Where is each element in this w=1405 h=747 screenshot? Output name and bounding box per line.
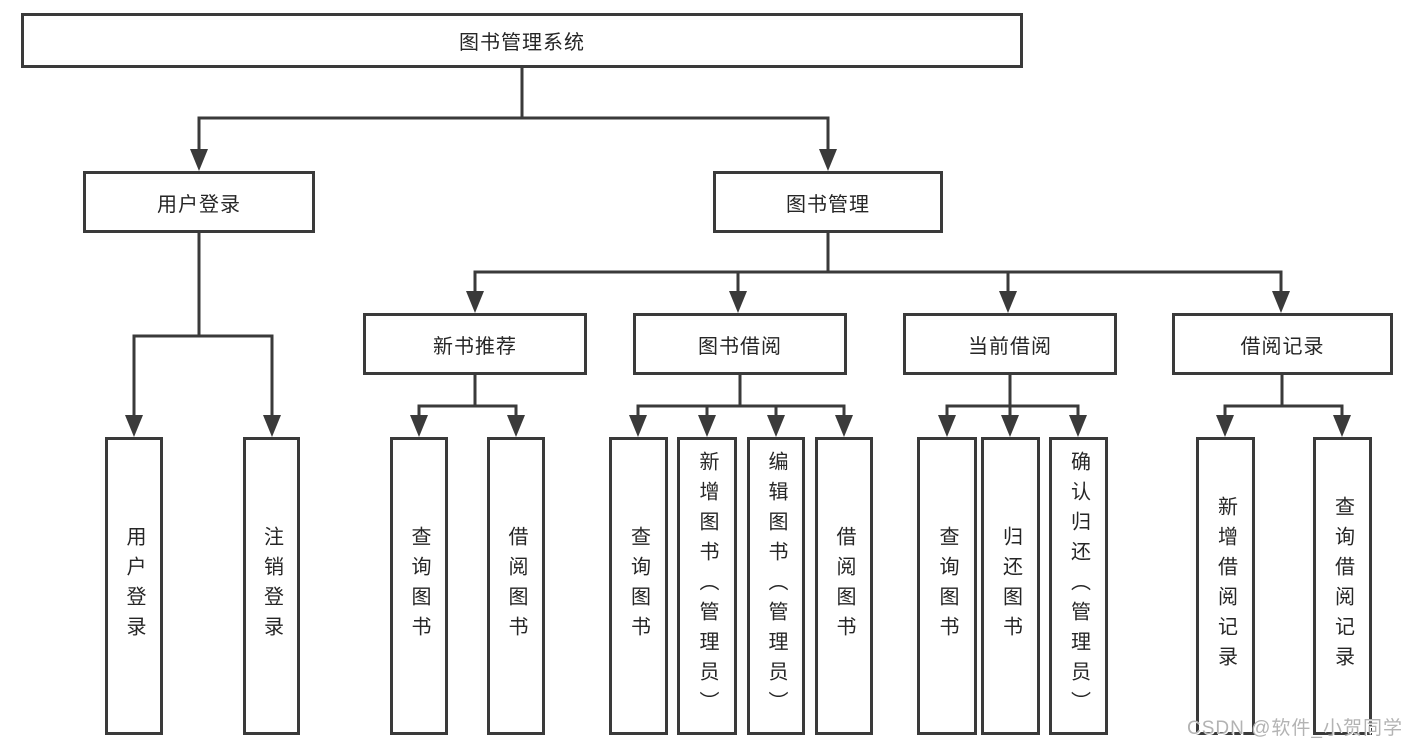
node-book-borrowing: 图书借阅 — [633, 313, 847, 375]
node-label: 当前借阅 — [968, 335, 1052, 358]
node-label: 归还图书 — [999, 526, 1022, 646]
node-label: 新增借阅记录 — [1214, 496, 1237, 676]
node-user-login: 用户登录 — [83, 171, 315, 233]
node-label: 借阅记录 — [1240, 335, 1325, 358]
node-leaf-logout: 注销登录 — [243, 437, 300, 735]
node-leaf-return-books: 归还图书 — [981, 437, 1040, 735]
csdn-watermark: CSDN @软件_小贺同学 — [1187, 718, 1403, 739]
node-label: 图书管理系统 — [459, 32, 585, 54]
node-leaf-query-books-3: 查询图书 — [917, 437, 977, 735]
node-borrowing-records: 借阅记录 — [1172, 313, 1393, 375]
node-label: 查询图书 — [408, 526, 430, 646]
node-leaf-add-borrow-record: 新增借阅记录 — [1196, 437, 1255, 735]
node-leaf-query-borrow-record: 查询借阅记录 — [1313, 437, 1372, 735]
node-library-management-system: 图书管理系统 — [21, 13, 1023, 68]
node-leaf-confirm-return-admin: 确认归还（管理员） — [1049, 437, 1108, 735]
node-leaf-add-books-admin: 新增图书（管理员） — [677, 437, 737, 735]
node-leaf-user-login: 用户登录 — [105, 437, 163, 735]
node-label: 编辑图书（管理员） — [765, 451, 787, 721]
node-label: 查询图书 — [936, 526, 958, 646]
node-leaf-query-books-2: 查询图书 — [609, 437, 668, 735]
node-new-book-recommendation: 新书推荐 — [363, 313, 587, 375]
node-label: 图书借阅 — [698, 335, 782, 358]
node-leaf-borrow-books-2: 借阅图书 — [815, 437, 873, 735]
node-label: 新增图书（管理员） — [696, 451, 718, 721]
node-label: 查询图书 — [627, 526, 650, 646]
node-label: 图书管理 — [786, 193, 870, 216]
node-label: 查询借阅记录 — [1331, 496, 1354, 676]
node-leaf-borrow-books-1: 借阅图书 — [487, 437, 545, 735]
node-label: 用户登录 — [157, 193, 241, 216]
node-label: 借阅图书 — [833, 526, 855, 646]
node-book-management: 图书管理 — [713, 171, 943, 233]
node-label: 注销登录 — [260, 526, 283, 646]
node-label: 确认归还（管理员） — [1067, 451, 1090, 721]
node-label: 用户登录 — [123, 526, 145, 646]
node-leaf-query-books-1: 查询图书 — [390, 437, 448, 735]
node-leaf-edit-books-admin: 编辑图书（管理员） — [747, 437, 805, 735]
node-current-borrowing: 当前借阅 — [903, 313, 1117, 375]
node-label: 借阅图书 — [505, 526, 527, 646]
node-label: 新书推荐 — [433, 335, 517, 358]
